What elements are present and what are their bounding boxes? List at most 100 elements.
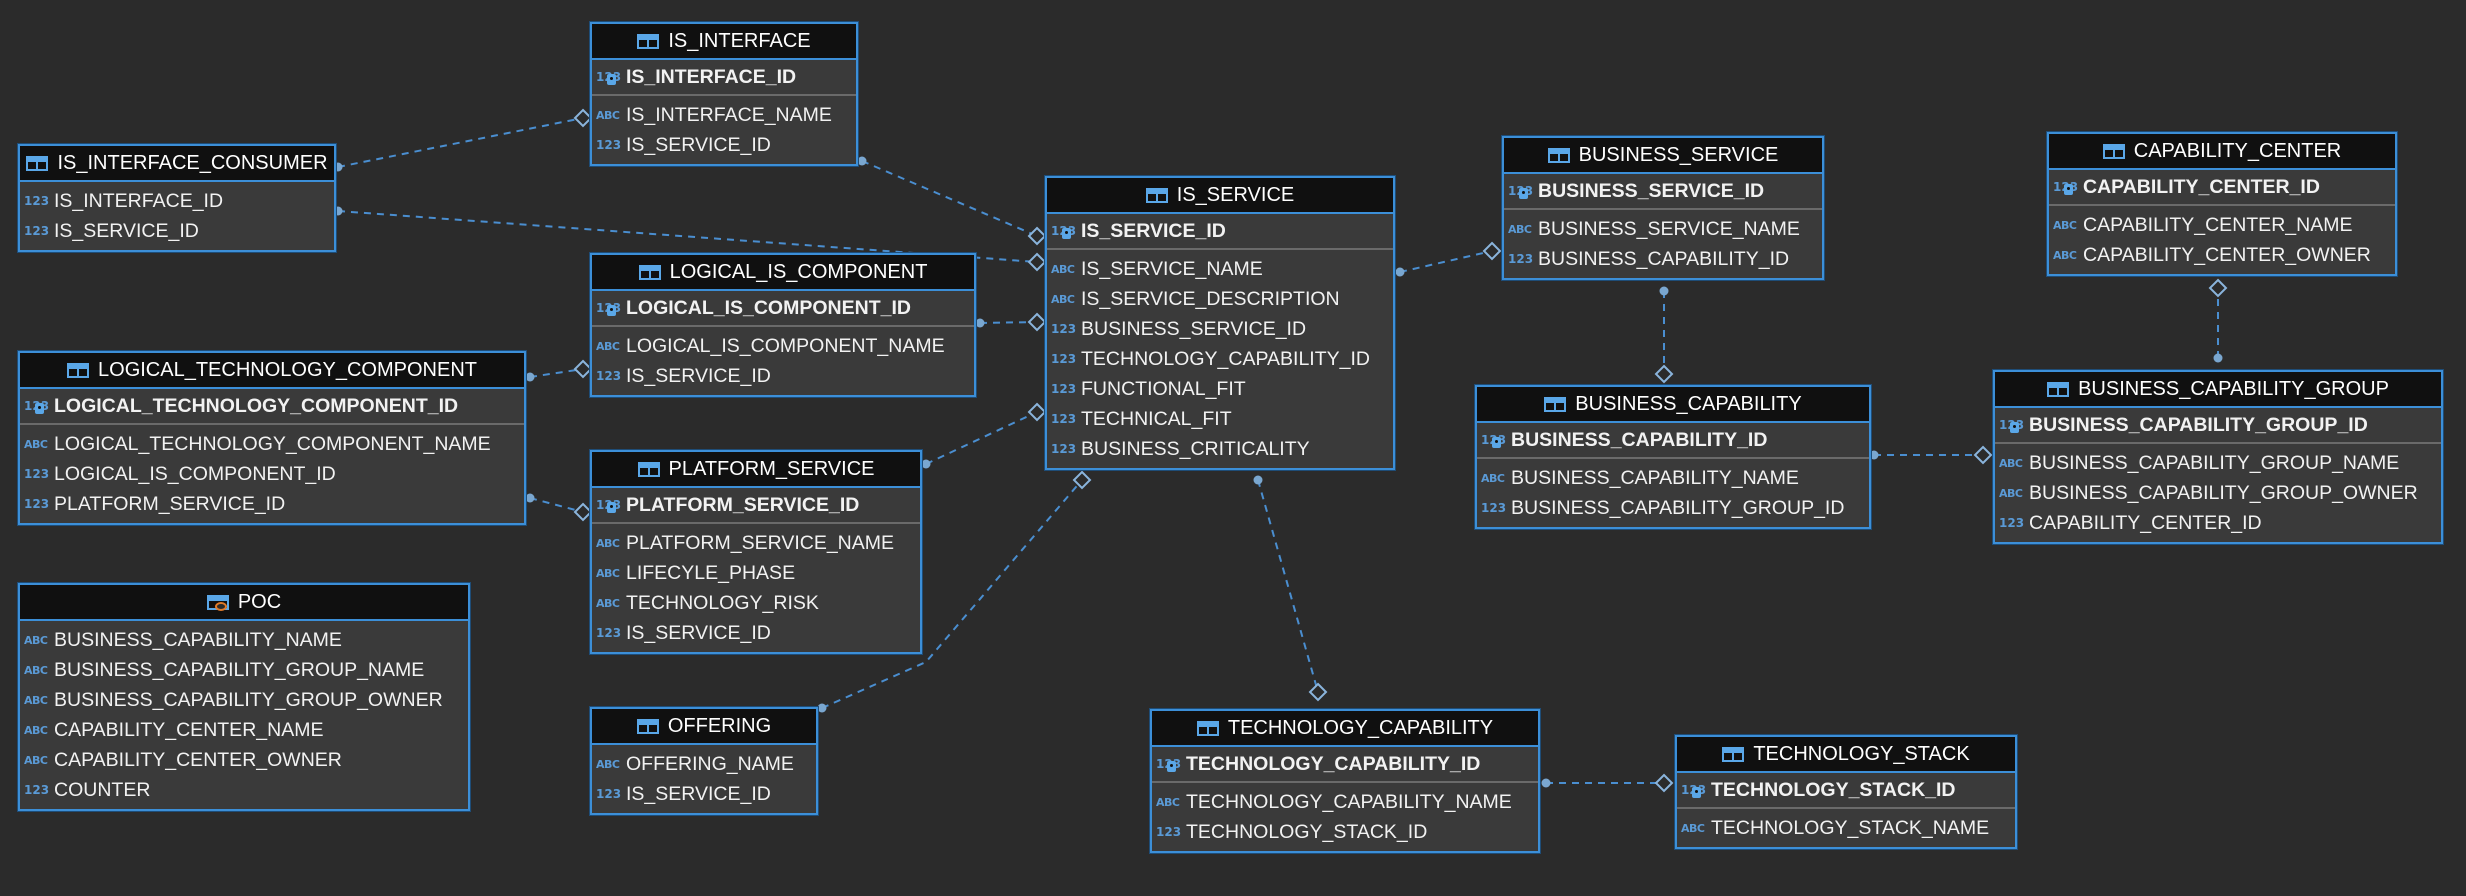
entity-header[interactable]: TECHNOLOGY_STACK	[1677, 737, 2015, 773]
entity-platform-service[interactable]: PLATFORM_SERVICE123PLATFORM_SERVICE_ID AB…	[590, 450, 922, 654]
relation-diamond	[1973, 445, 1993, 465]
entity-header[interactable]: CAPABILITY_CENTER	[2049, 134, 2395, 170]
entity-header[interactable]: IS_SERVICE	[1047, 178, 1393, 214]
entity-header[interactable]: BUSINESS_CAPABILITY	[1477, 387, 1869, 423]
entity-header[interactable]: LOGICAL_IS_COMPONENT	[592, 255, 974, 291]
entity-header[interactable]: BUSINESS_SERVICE	[1504, 138, 1822, 174]
numeric-type-icon: 123	[1481, 501, 1507, 515]
view-icon	[206, 594, 229, 611]
entity-technology-capability[interactable]: TECHNOLOGY_CAPABILITY123TECHNOLOGY_CAPAB…	[1150, 709, 1540, 853]
relationship-technology-capability-to-technology-stack[interactable]	[1541, 773, 1674, 793]
entity-technology-stack[interactable]: TECHNOLOGY_STACK123TECHNOLOGY_STACK_ID AB…	[1675, 735, 2017, 849]
table-icon	[67, 362, 90, 378]
entity-is-service[interactable]: IS_SERVICE123IS_SERVICE_ID ABCIS_SERVICE_…	[1045, 176, 1395, 470]
entity-header[interactable]: TECHNOLOGY_CAPABILITY	[1152, 711, 1538, 747]
string-type-icon: ABC	[1508, 222, 1532, 236]
relationship-logical-is-component-to-is-service[interactable]	[975, 312, 1047, 332]
entity-header[interactable]: LOGICAL_TECHNOLOGY_COMPONENT	[20, 353, 524, 389]
relationship-is-service-to-technology-capability[interactable]	[1253, 475, 1328, 702]
relationship-is-interface-consumer-to-is-interface[interactable]	[333, 108, 593, 172]
relationship-business-capability-group-to-capability-center[interactable]	[2208, 278, 2228, 363]
entity-business-capability[interactable]: BUSINESS_CAPABILITY123BUSINESS_CAPABILIT…	[1475, 385, 1871, 529]
relationship-is-service-to-business-service[interactable]	[1395, 241, 1502, 277]
relationship-business-service-to-business-capability[interactable]	[1654, 286, 1674, 384]
relationship-logical-technology-component-to-platform-service[interactable]	[525, 493, 593, 522]
relationship-business-capability-to-business-capability-group[interactable]	[1869, 445, 1993, 465]
entity-capability-center[interactable]: CAPABILITY_CENTER123CAPABILITY_CENTER_ID…	[2047, 132, 2397, 276]
entity-is-interface[interactable]: IS_INTERFACE123IS_INTERFACE_ID ABCIS_INTE…	[590, 22, 858, 166]
entity-header[interactable]: PLATFORM_SERVICE	[592, 452, 920, 488]
entity-header[interactable]: IS_INTERFACE	[592, 24, 856, 60]
entity-logical-is-component[interactable]: LOGICAL_IS_COMPONENT123LOGICAL_IS_COMPON…	[590, 253, 976, 397]
entity-header[interactable]: OFFERING	[592, 709, 816, 745]
numeric-type-icon: 123	[596, 369, 622, 383]
entity-header[interactable]: BUSINESS_CAPABILITY_GROUP	[1995, 372, 2441, 408]
entity-logical-technology-component[interactable]: LOGICAL_TECHNOLOGY_COMPONENT123LOGICAL_T…	[18, 351, 526, 525]
relationship-is-interface-to-is-service[interactable]	[857, 156, 1047, 246]
entity-business-capability-group[interactable]: BUSINESS_CAPABILITY_GROUP123BUSINESS_CAP…	[1993, 370, 2443, 544]
relationship-logical-technology-component-to-logical-is-component[interactable]	[525, 359, 593, 382]
entity-header[interactable]: POC	[20, 585, 468, 621]
entity-header[interactable]: IS_INTERFACE_CONSUMER	[20, 146, 334, 182]
relationship-platform-service-to-is-service[interactable]	[921, 402, 1047, 469]
entity-business-service[interactable]: BUSINESS_SERVICE123BUSINESS_SERVICE_ID AB…	[1502, 136, 1824, 280]
